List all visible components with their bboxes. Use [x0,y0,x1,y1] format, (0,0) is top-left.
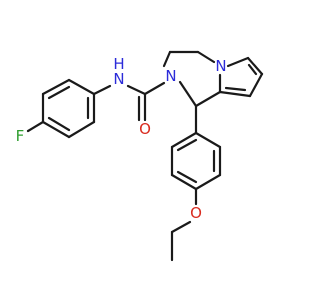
bond [67,120,96,139]
double-bond-inner [176,170,198,184]
bond [162,50,172,68]
bond [26,120,45,133]
fluorine-label: F [16,127,25,145]
bond [170,220,192,234]
bond [126,84,147,96]
bond [143,81,166,96]
bond [246,56,264,76]
pyrrole-nitrogen-label: N [215,57,226,75]
bond [226,56,250,68]
bond [92,84,112,96]
bond [41,120,71,139]
bond [248,72,264,98]
bond [194,173,222,191]
bond [41,78,71,96]
double-bond-inner [47,85,71,100]
bond [178,80,198,108]
atom-labels: H N O N N F O [16,55,227,222]
bond [218,90,252,98]
bond [170,131,198,149]
bond [170,173,198,191]
nh-nitrogen-label: N [113,70,124,88]
bonds [26,50,264,262]
double-bond-inner [176,138,198,152]
double-bond-inner [247,63,258,76]
carbonyl-oxygen-label: O [139,120,151,138]
bond [67,78,96,96]
double-bond-inner [47,116,71,132]
molecule-structure-diagram: H N O N N F O [16,50,264,262]
bond [194,131,222,149]
ether-oxygen-label: O [190,204,202,222]
double-bond-inner [224,86,247,92]
bond [194,90,222,108]
nh-hydrogen-label: H [113,55,124,73]
bond [196,50,216,64]
amide-nitrogen-label: N [165,67,176,85]
